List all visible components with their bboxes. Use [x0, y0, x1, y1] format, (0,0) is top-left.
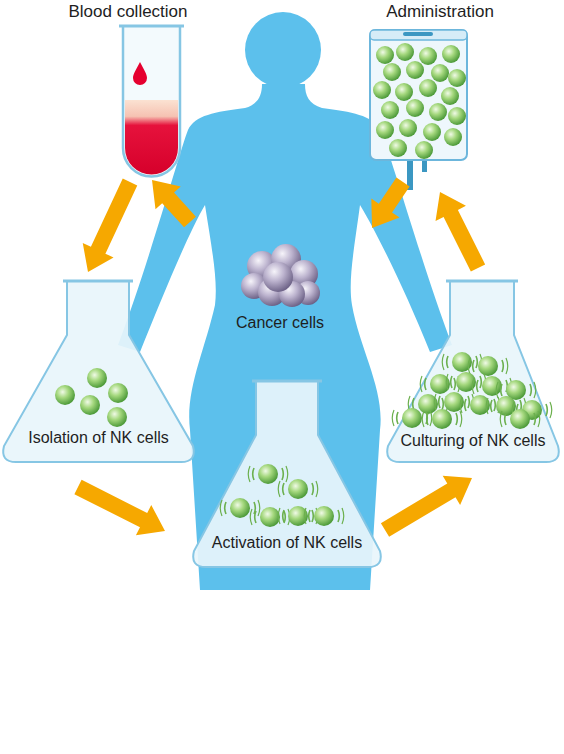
nk-cell — [395, 83, 413, 101]
nk-cell — [415, 141, 433, 159]
nk-cell — [55, 385, 75, 405]
nk-cell — [442, 45, 460, 63]
nk-cell — [87, 368, 107, 388]
nk-cell — [396, 43, 414, 61]
cancer-cell — [258, 278, 286, 306]
node-label: Activation of NK cells — [190, 533, 384, 553]
activated-nk-cell — [408, 394, 447, 414]
head — [245, 12, 321, 88]
nk-cell — [107, 407, 127, 427]
activated-nk-cell — [392, 408, 431, 428]
node-label: Culturing of NK cells — [384, 431, 562, 451]
node-label: Cancer cells — [100, 313, 460, 333]
activated-nk-cell — [472, 376, 511, 396]
bag-cells — [373, 43, 466, 159]
nk-cell — [429, 103, 447, 121]
activated-nk-cell — [420, 374, 459, 394]
cancer-cell — [296, 281, 320, 305]
activated-nk-cell — [220, 498, 259, 518]
activated-nk-cell — [446, 372, 485, 392]
nk-cell — [80, 395, 100, 415]
cancer-cell — [290, 260, 318, 288]
flow-arrow — [152, 180, 196, 227]
test-tube — [123, 26, 180, 176]
nk-cell — [419, 79, 437, 97]
flask-rim — [252, 380, 322, 383]
activated-nk-cell — [250, 507, 289, 527]
activated-nk-cell — [496, 380, 535, 400]
nk-cell — [383, 63, 401, 81]
cultured-cells — [392, 352, 551, 429]
cancer-cell — [279, 281, 305, 307]
bag-top — [370, 30, 467, 40]
activated-nk-cell — [278, 479, 317, 499]
activated-nk-cell — [248, 464, 287, 484]
blood-sample — [125, 62, 178, 175]
isolated-cells — [55, 368, 128, 427]
bag-hanger — [403, 32, 433, 36]
blood-fill — [125, 100, 178, 175]
cancer-cell — [247, 251, 277, 281]
activated-nk-cell — [278, 506, 317, 526]
activated-nk-cell — [434, 392, 473, 412]
flask-node: Isolation of NK cells — [0, 280, 197, 462]
flask-rim — [446, 280, 518, 283]
nk-cell — [448, 107, 466, 125]
flow-arrow — [371, 178, 409, 228]
nk-cell — [441, 87, 459, 105]
nk-cell — [399, 119, 417, 137]
nk-cell — [406, 61, 424, 79]
flow-arrow — [381, 476, 472, 537]
nk-cell — [423, 123, 441, 141]
nk-cell — [444, 128, 462, 146]
flask-rim — [63, 280, 133, 283]
tube-rim — [119, 25, 184, 28]
node-shape — [40, 0, 216, 180]
node-shape — [360, 0, 520, 192]
flow-arrow — [436, 192, 486, 272]
activated-cells — [220, 464, 343, 527]
flask-node: Activation of NK cells — [190, 380, 384, 567]
node-label: Isolation of NK cells — [0, 428, 197, 448]
cancer-cell — [241, 273, 267, 299]
nk-cell — [419, 47, 437, 65]
nk-cell — [406, 99, 424, 117]
flow-arrow — [74, 480, 165, 535]
nk-cell — [381, 101, 399, 119]
bag-node: Administration — [360, 0, 520, 192]
node-label: Blood collection — [40, 2, 216, 22]
tube-node: Blood collection — [40, 0, 216, 180]
activated-nk-cell — [460, 395, 499, 415]
nk-cell — [448, 69, 466, 87]
activated-nk-cell — [468, 356, 507, 376]
node-label: Administration — [360, 2, 520, 22]
cancer-cell — [263, 262, 293, 292]
cancer-cell — [271, 244, 301, 274]
activated-nk-cell — [422, 409, 461, 429]
blood-drop — [133, 62, 147, 85]
activated-nk-cell — [512, 400, 551, 420]
nk-cell — [389, 139, 407, 157]
infusion-bag — [370, 30, 467, 160]
activated-nk-cell — [304, 506, 343, 526]
nk-cell — [376, 121, 394, 139]
nk-cell — [108, 383, 128, 403]
flow-arrow — [83, 179, 138, 272]
activated-nk-cell — [486, 396, 525, 416]
activated-nk-cell — [442, 352, 481, 372]
cancer-cluster — [241, 244, 320, 307]
nk-cell — [373, 81, 391, 99]
nk-cell — [431, 64, 449, 82]
torso — [118, 84, 452, 590]
nk-cell — [376, 46, 394, 64]
human-silhouette — [118, 12, 452, 590]
bag-tube — [407, 158, 413, 190]
activated-nk-cell — [500, 409, 539, 429]
flask-node: Culturing of NK cells — [384, 280, 562, 462]
